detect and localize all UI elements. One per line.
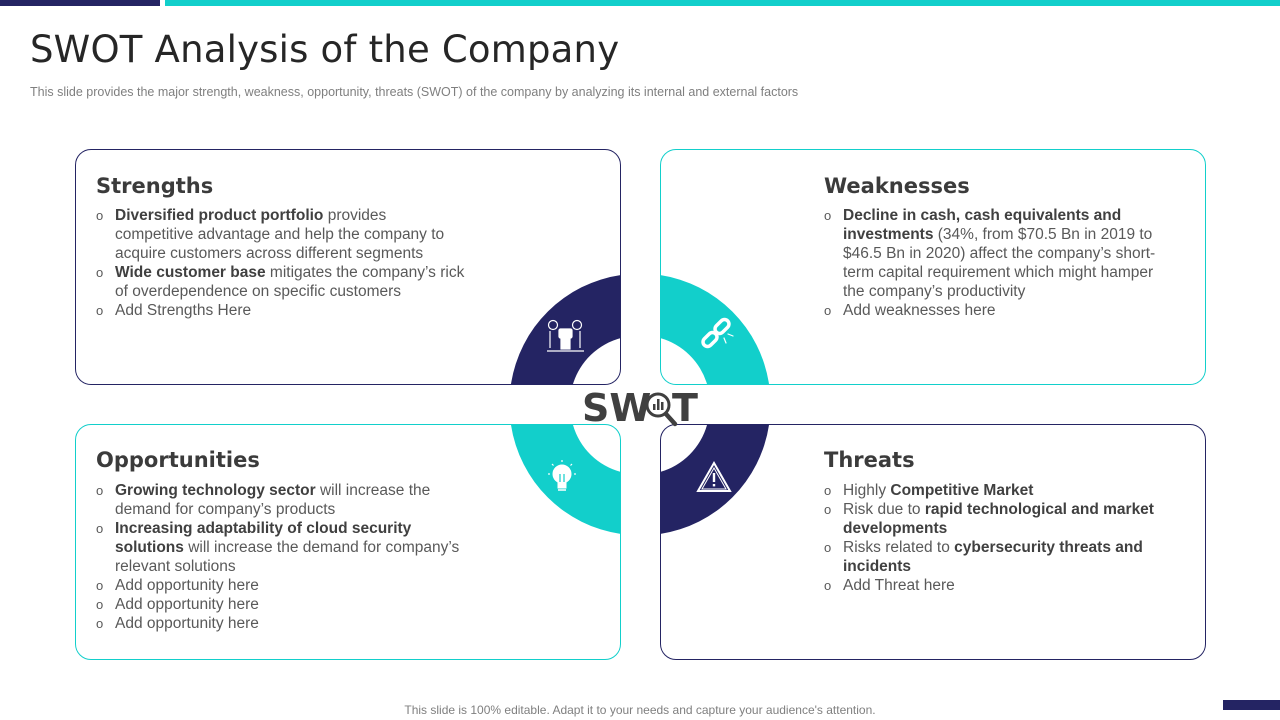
strengths-card: Strengths Diversified product portfolio … bbox=[75, 149, 621, 385]
item-bold: rapid technological and market developme… bbox=[843, 501, 1154, 537]
corner-accent-bar bbox=[1223, 700, 1280, 710]
strengths-list: Diversified product portfolio provides c… bbox=[96, 206, 466, 320]
opportunities-heading: Opportunities bbox=[96, 448, 260, 472]
magnifier-chart-icon bbox=[645, 392, 678, 427]
item-text: provides competitive advantage and help … bbox=[115, 207, 445, 262]
page-title: SWOT Analysis of the Company bbox=[30, 28, 620, 71]
weaknesses-card: Weaknesses Decline in cash, cash equival… bbox=[660, 149, 1206, 385]
threats-list: Highly Competitive Market Risk due to ra… bbox=[824, 481, 1174, 595]
list-item: Add opportunity here bbox=[96, 614, 466, 633]
item-text: Add Strengths Here bbox=[115, 302, 252, 319]
list-item: Highly Competitive Market bbox=[824, 481, 1174, 500]
list-item: Add opportunity here bbox=[96, 595, 466, 614]
list-item: Add weaknesses here bbox=[824, 301, 1174, 320]
item-text: Add opportunity here bbox=[115, 615, 259, 632]
footer-note: This slide is 100% editable. Adapt it to… bbox=[404, 703, 876, 717]
top-accent-bar-navy bbox=[0, 0, 160, 6]
item-text: Risks related to bbox=[843, 539, 955, 556]
item-bold: Increasing adaptability of cloud securit… bbox=[115, 520, 412, 556]
list-item: Wide customer base mitigates the company… bbox=[96, 263, 466, 301]
threats-heading: Threats bbox=[824, 448, 915, 472]
strengths-heading: Strengths bbox=[96, 174, 214, 198]
list-item: Risks related to cybersecurity threats a… bbox=[824, 538, 1174, 576]
item-text: Add Threat here bbox=[843, 577, 955, 594]
list-item: Add Strengths Here bbox=[96, 301, 466, 320]
list-item: Increasing adaptability of cloud securit… bbox=[96, 519, 466, 576]
item-text: Add weaknesses here bbox=[843, 302, 996, 319]
weaknesses-heading: Weaknesses bbox=[824, 174, 970, 198]
item-bold: Wide customer base bbox=[115, 264, 266, 281]
item-text: Add opportunity here bbox=[115, 596, 259, 613]
list-item: Growing technology sector will increase … bbox=[96, 481, 466, 519]
item-text: will increase the demand for company’s r… bbox=[115, 539, 460, 575]
item-bold: Decline in cash, cash equivalents and in… bbox=[843, 207, 1122, 243]
opportunities-card: Opportunities Growing technology sector … bbox=[75, 424, 621, 660]
list-item: Diversified product portfolio provides c… bbox=[96, 206, 466, 263]
list-item: Add opportunity here bbox=[96, 576, 466, 595]
page-subtitle: This slide provides the major strength, … bbox=[30, 85, 799, 99]
item-bold: cybersecurity threats and incidents bbox=[843, 539, 1143, 575]
item-text: will increase the demand for company’s p… bbox=[115, 482, 431, 518]
item-text: Highly bbox=[843, 482, 891, 499]
item-bold: Diversified product portfolio bbox=[115, 207, 324, 224]
item-text: mitigates the company’s rick of overdepe… bbox=[115, 264, 465, 300]
item-text: (34%, from $70.5 Bn in 2019 to $46.5 Bn … bbox=[843, 226, 1156, 300]
item-bold: Growing technology sector bbox=[115, 482, 316, 499]
item-bold: Competitive Market bbox=[890, 482, 1034, 499]
item-text: Add opportunity here bbox=[115, 577, 259, 594]
list-item: Decline in cash, cash equivalents and in… bbox=[824, 206, 1174, 301]
list-item: Add Threat here bbox=[824, 576, 1174, 595]
item-text: Risk due to bbox=[843, 501, 925, 518]
opportunities-list: Growing technology sector will increase … bbox=[96, 481, 466, 633]
threats-card: Threats Highly Competitive Market Risk d… bbox=[660, 424, 1206, 660]
weaknesses-list: Decline in cash, cash equivalents and in… bbox=[824, 206, 1174, 320]
top-accent-bar-teal bbox=[165, 0, 1280, 6]
list-item: Risk due to rapid technological and mark… bbox=[824, 500, 1174, 538]
